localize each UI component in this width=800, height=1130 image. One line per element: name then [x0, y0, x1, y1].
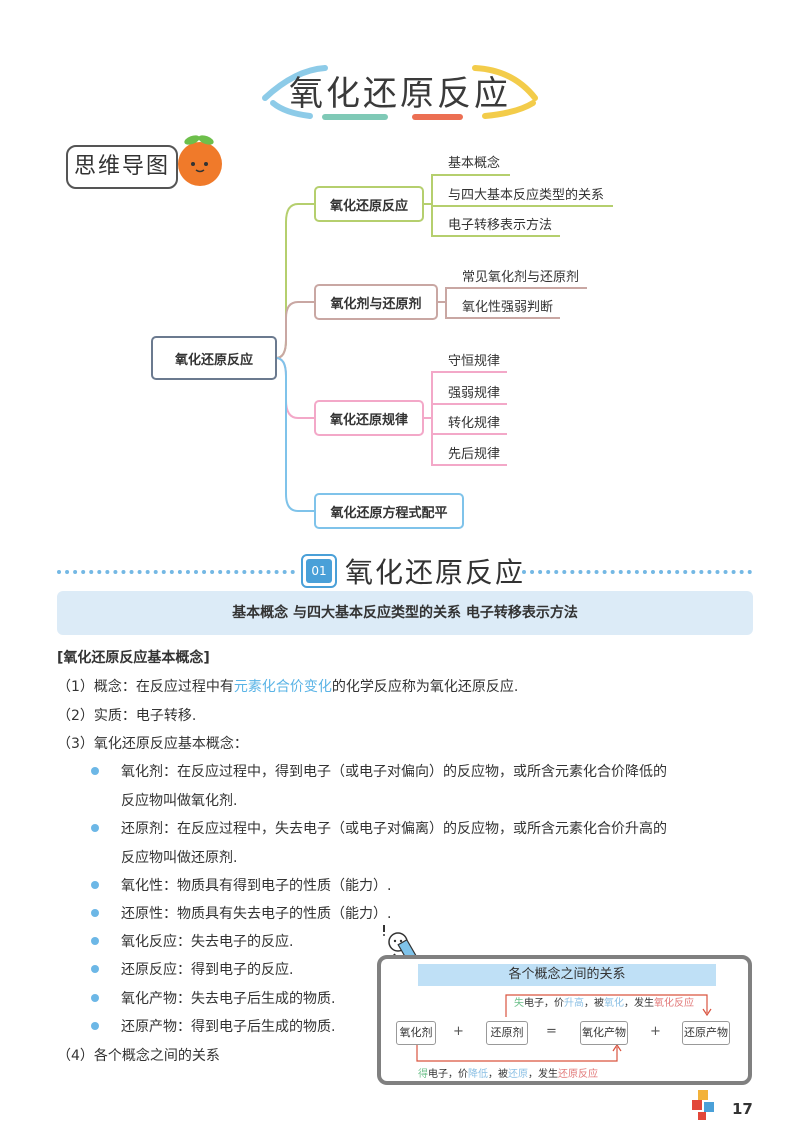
relation-item-oxidant: 氧化剂	[396, 1021, 436, 1045]
section-number-badge: 01	[301, 554, 337, 588]
highlight-text: 元素化合价变化	[233, 679, 332, 695]
section-divider-left	[57, 570, 295, 574]
bullet-dot	[91, 824, 99, 832]
topic-banner: 基本概念 与四大基本反应类型的关系 电子转移表示方法	[57, 591, 753, 635]
bullet-dot	[91, 994, 99, 1002]
branch-node-3: 氧化还原规律	[314, 400, 424, 436]
leaf-2-2: 氧化性强弱判断	[462, 300, 554, 315]
leaf-3-3: 转化规律	[448, 416, 501, 431]
relation-arrows	[416, 994, 712, 1062]
leaf-2-1: 常见氧化剂与还原剂	[462, 270, 580, 285]
section-divider-right	[522, 570, 752, 574]
orange-mascot-icon	[178, 135, 222, 186]
branch-node-1: 氧化还原反应	[314, 186, 424, 222]
content-heading: [氧化还原反应基本概念]	[57, 650, 210, 666]
bullet-2-line1: 还原剂：在反应过程中，失去电子（或电子对偏离）的反应物，或所含元素化合价升高的	[121, 821, 667, 837]
relation-operator: =	[546, 1024, 557, 1039]
leaf-3-4: 先后规律	[448, 447, 501, 462]
relation-item-oxidation-product: 氧化产物	[580, 1021, 628, 1045]
bullet-dot	[91, 1022, 99, 1030]
relation-bottom-note: 得电子，价降低，被还原，发生还原反应	[418, 1069, 598, 1080]
paragraph-1: （1）概念：在反应过程中有元素化合价变化的化学反应称为氧化还原反应.	[57, 679, 519, 695]
paragraph-2: （2）实质：电子转移.	[57, 708, 197, 724]
relation-item-reduction-product: 还原产物	[682, 1021, 730, 1045]
bullet-5: 氧化反应：失去电子的反应.	[121, 934, 294, 950]
mind-map-connectors	[275, 174, 613, 512]
relation-operator: +	[453, 1024, 464, 1039]
mind-map-label: 思维导图	[66, 145, 178, 189]
bullet-dot	[91, 767, 99, 775]
branch-node-4: 氧化还原方程式配平	[314, 493, 464, 529]
bullet-7: 氧化产物：失去电子后生成的物质.	[121, 991, 336, 1007]
bullet-2-line2: 反应物叫做还原剂.	[121, 850, 238, 866]
relation-top-note: 失电子，价升高，被氧化，发生氧化反应	[514, 998, 694, 1009]
publisher-logo-icon	[692, 1090, 714, 1120]
page-title-block: 氧化还原反应	[255, 58, 545, 120]
leaf-1-1: 基本概念	[448, 156, 501, 171]
paragraph-4: （4）各个概念之间的关系	[57, 1048, 220, 1064]
branch-node-2: 氧化剂与还原剂	[314, 284, 438, 320]
relation-operator: +	[650, 1024, 661, 1039]
page-title: 氧化还原反应	[289, 74, 511, 114]
relation-figure-title: 各个概念之间的关系	[418, 964, 716, 986]
relation-item-reductant: 还原剂	[486, 1021, 528, 1045]
bullet-dot	[91, 881, 99, 889]
bullet-4: 还原性：物质具有失去电子的性质（能力）.	[121, 906, 392, 922]
bullet-1-line2: 反应物叫做氧化剂.	[121, 793, 238, 809]
leaf-3-1: 守恒规律	[448, 354, 501, 369]
bullet-dot	[91, 965, 99, 973]
bullet-1-line1: 氧化剂：在反应过程中，得到电子（或电子对偏向）的反应物，或所含元素化合价降低的	[121, 764, 667, 780]
bullet-6: 还原反应：得到电子的反应.	[121, 962, 294, 978]
leaf-3-2: 强弱规律	[448, 386, 501, 401]
bullet-dot	[91, 937, 99, 945]
page-number: 17	[732, 1100, 753, 1118]
leaf-1-2: 与四大基本反应类型的关系	[448, 188, 605, 203]
bullet-dot	[91, 909, 99, 917]
bullet-3: 氧化性：物质具有得到电子的性质（能力）.	[121, 878, 392, 894]
title-decoration	[262, 65, 538, 120]
mind-map-root: 氧化还原反应	[151, 336, 277, 380]
section-title: 氧化还原反应	[345, 556, 526, 589]
paragraph-3: （3）氧化还原反应基本概念：	[57, 736, 248, 752]
bullet-8: 还原产物：得到电子后生成的物质.	[121, 1019, 336, 1035]
leaf-1-3: 电子转移表示方法	[448, 218, 553, 233]
